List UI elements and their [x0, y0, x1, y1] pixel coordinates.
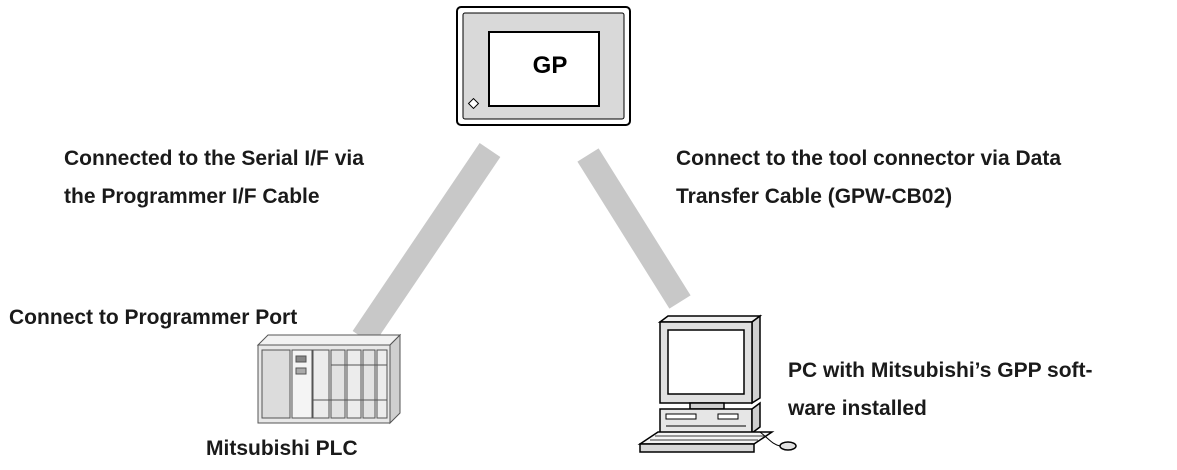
gp-led-icon [467, 97, 480, 110]
serial-label-line1: Connected to the Serial I/F via [64, 147, 364, 170]
tool-connection-label: Connect to the tool connector via Data T… [676, 140, 1061, 216]
programmer-port-label: Connect to Programmer Port [9, 306, 298, 329]
programmer-if-cable [352, 143, 501, 345]
serial-connection-label: Connected to the Serial I/F via the Prog… [64, 140, 364, 216]
tool-label-line1: Connect to the tool connector via Data [676, 147, 1062, 170]
plc-label: Mitsubishi PLC [206, 437, 358, 460]
serial-label-line2: the Programmer I/F Cable [64, 185, 320, 208]
data-transfer-cable [577, 148, 691, 309]
pc-label: PC with Mitsubishi’s GPP soft- ware inst… [788, 352, 1093, 428]
tool-label-line2: Transfer Cable (GPW-CB02) [676, 185, 953, 208]
pc-label-line2: ware installed [788, 397, 927, 420]
gp-display-unit [456, 6, 631, 126]
mitsubishi-plc-image [256, 333, 402, 425]
pc-label-line1: PC with Mitsubishi’s GPP soft- [788, 359, 1093, 382]
gp-label: GP [532, 52, 568, 79]
pc-workstation-image [637, 314, 797, 453]
